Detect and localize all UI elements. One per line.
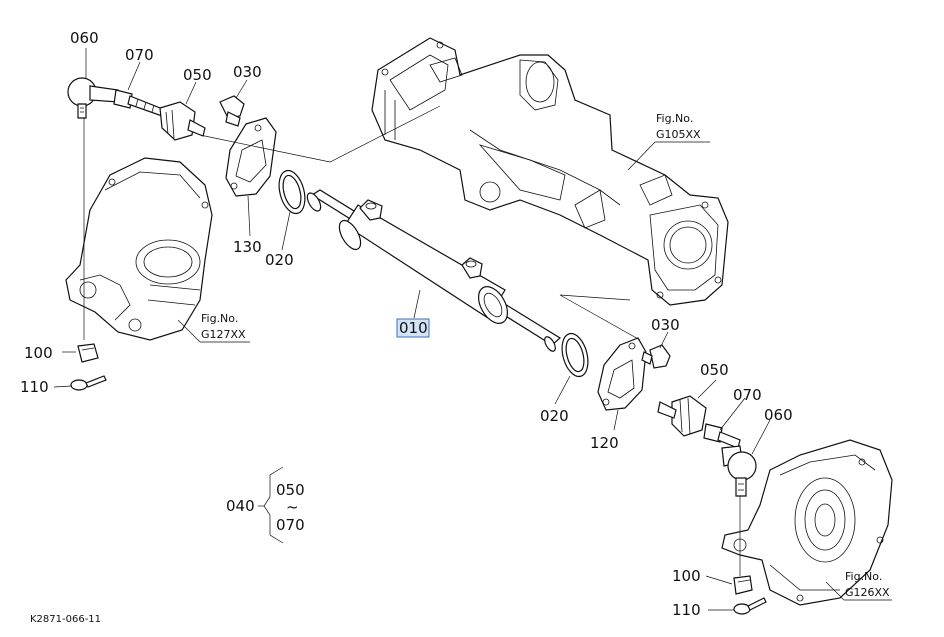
label-120[interactable]: 120 [590,434,619,452]
label-110-right[interactable]: 110 [672,601,701,619]
fig-ref-g126-label[interactable]: Fig.No. [845,570,882,583]
label-060-left[interactable]: 060 [70,29,99,47]
tie-rod-end-060-right[interactable] [721,445,757,497]
selected-part-highlight [396,318,430,338]
label-070-right[interactable]: 070 [733,386,762,404]
label-010[interactable]: 010 [399,319,428,337]
snap-ring-020-left[interactable] [275,168,310,217]
castle-nut-100-left[interactable] [77,343,99,363]
label-100-right[interactable]: 100 [672,567,701,585]
tie-rod-end-060-left[interactable] [67,77,119,119]
fig-ref-g105-label[interactable]: Fig.No. [656,112,693,125]
label-020-right[interactable]: 020 [540,407,569,425]
ball-joint-050-left[interactable] [159,101,206,141]
diagram-code: K2871-066-11 [30,614,101,625]
label-030-left[interactable]: 030 [233,63,262,81]
lock-nut-070-left[interactable] [113,89,166,117]
fig-ref-g127-code[interactable]: G127XX [201,328,246,341]
label-030-right[interactable]: 030 [651,316,680,334]
label-040-range-end: 070 [276,516,305,534]
label-110-left[interactable]: 110 [20,378,49,396]
castle-nut-100-right[interactable] [733,575,753,595]
part-labels: 060 070 050 030 130 020 010 100 110 030 … [20,29,793,619]
label-040-range-start: 050 [276,481,305,499]
grease-fitting-030-left[interactable] [219,95,245,127]
label-040[interactable]: 040 [226,497,255,515]
axle-housing [371,37,729,306]
label-050-right[interactable]: 050 [700,361,729,379]
left-steering-knuckle [65,157,213,341]
bracket-plate-120[interactable] [597,337,647,411]
right-steering-knuckle [721,439,893,606]
cotter-pin-110-right[interactable] [733,597,767,615]
ball-joint-050-right[interactable] [657,395,707,437]
label-070-left[interactable]: 070 [125,46,154,64]
fig-ref-g126-code[interactable]: G126XX [845,586,890,599]
label-040-range-tilde: ~ [286,498,299,516]
grease-fitting-030-right[interactable] [641,344,671,369]
label-060-right[interactable]: 060 [764,406,793,424]
fig-ref-g105-code[interactable]: G105XX [656,128,701,141]
label-020-left[interactable]: 020 [265,251,294,269]
steering-cylinder-010[interactable] [305,189,562,353]
leader-lines [53,48,892,611]
label-050-left[interactable]: 050 [183,66,212,84]
label-100-left[interactable]: 100 [24,344,53,362]
bracket-plate-130[interactable] [225,117,277,197]
snap-ring-020-right[interactable] [558,331,593,380]
figure-references: Fig.No. G105XX Fig.No. G127XX Fig.No. G1… [201,112,890,599]
fig-ref-g127-label[interactable]: Fig.No. [201,312,238,325]
label-130[interactable]: 130 [233,238,262,256]
cotter-pin-110-left[interactable] [70,375,107,391]
